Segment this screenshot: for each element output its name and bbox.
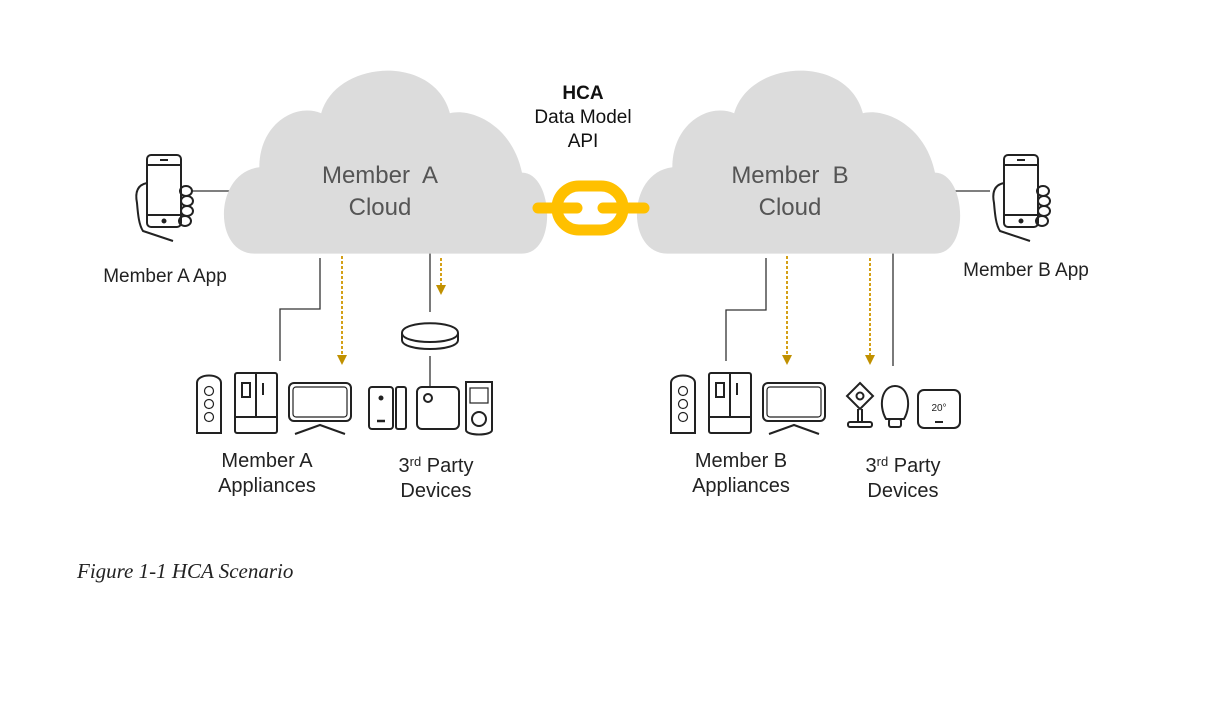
smart-lock-icon: [465, 381, 493, 436]
hub-sensor-icon: [416, 386, 460, 430]
phone-in-hand-icon: [135, 154, 194, 242]
api-label: HCA Data Model API: [510, 82, 656, 154]
arrow-head: [436, 285, 446, 295]
door-sensor-magnet-icon: [395, 386, 407, 430]
cloud-label-line2: Cloud: [348, 194, 412, 221]
member-b-appliances-icons: [670, 372, 826, 435]
group-label-line2: Devices: [867, 480, 939, 502]
group-label-line2: Devices: [400, 480, 472, 502]
data-flow-arrows: [337, 256, 875, 365]
third-party-devices-b-icons: [845, 381, 961, 429]
member-b-app-label: Member B App: [963, 260, 1089, 281]
member-a-cloud-label: Member A Cloud: [290, 160, 470, 224]
group-label-line2: Appliances: [692, 475, 790, 497]
group-label-line2: Appliances: [218, 475, 316, 497]
member-a-appliances-icons: [196, 372, 352, 435]
group-label-line1: Member A: [221, 450, 313, 472]
connectors: [192, 190, 990, 386]
camera-icon: [845, 381, 875, 411]
thermostat-reading: 20°: [931, 403, 946, 414]
group-label-line1: 3rd Party: [865, 454, 941, 477]
third-party-devices-a-label: 3rd Party Devices: [376, 449, 496, 504]
member-b-appliances-label: Member B Appliances: [674, 449, 808, 499]
thermostat-icon: [917, 389, 961, 429]
member-a-appliances-label: Member A Appliances: [200, 449, 334, 499]
door-sensor-icon: [368, 386, 394, 430]
arrow-head: [337, 355, 347, 365]
figure-caption: Figure 1-1 HCA Scenario: [77, 559, 294, 583]
cloud-label-line2: Cloud: [758, 194, 822, 221]
arrow-head: [865, 355, 875, 365]
cloud-label-line1: Member B: [731, 162, 849, 189]
light-bulb-icon: [880, 384, 910, 420]
hub-icon: [401, 322, 459, 350]
group-label-line1: 3rd Party: [398, 454, 474, 477]
cloud-label-line1: Member A: [321, 162, 439, 189]
chain-link-icon: [532, 180, 650, 236]
api-line2: API: [567, 131, 599, 152]
api-title: HCA: [562, 83, 604, 104]
member-b-cloud-label: Member B Cloud: [700, 160, 880, 224]
group-label-line1: Member B: [694, 450, 788, 472]
third-party-devices-a-icons: [368, 381, 493, 436]
arrow-head: [782, 355, 792, 365]
cloud-a-appliances-line: [279, 258, 321, 361]
api-line1: Data Model: [534, 107, 632, 128]
phone-in-hand-icon: [992, 154, 1051, 242]
member-a-app-label: Member A App: [103, 266, 227, 287]
cloud-b-appliances-line: [725, 258, 767, 361]
third-party-devices-b-label: 3rd Party Devices: [843, 449, 963, 504]
